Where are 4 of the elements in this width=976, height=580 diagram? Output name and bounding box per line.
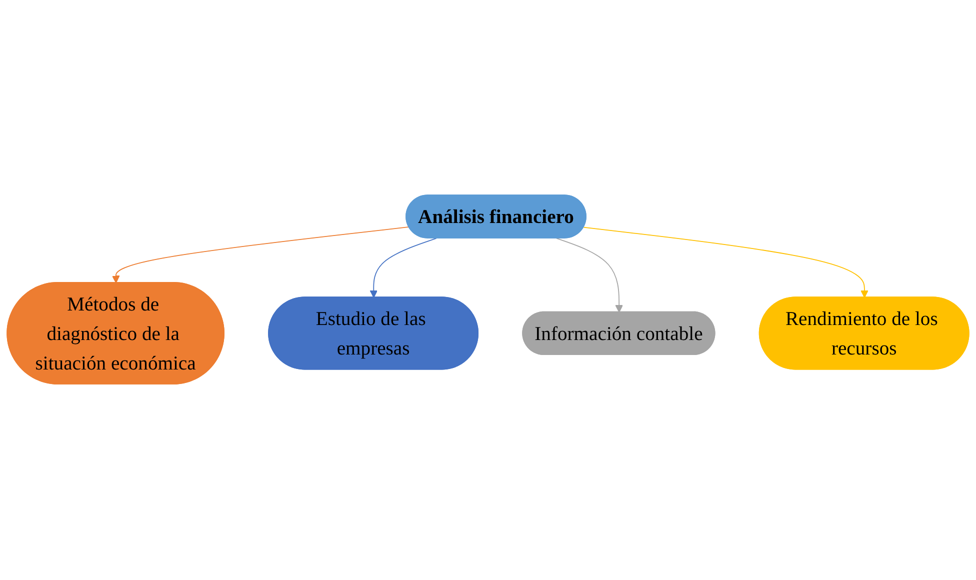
arrow [112,226,410,284]
arrow [370,238,437,298]
arrow [583,227,868,298]
arrow [556,238,623,314]
